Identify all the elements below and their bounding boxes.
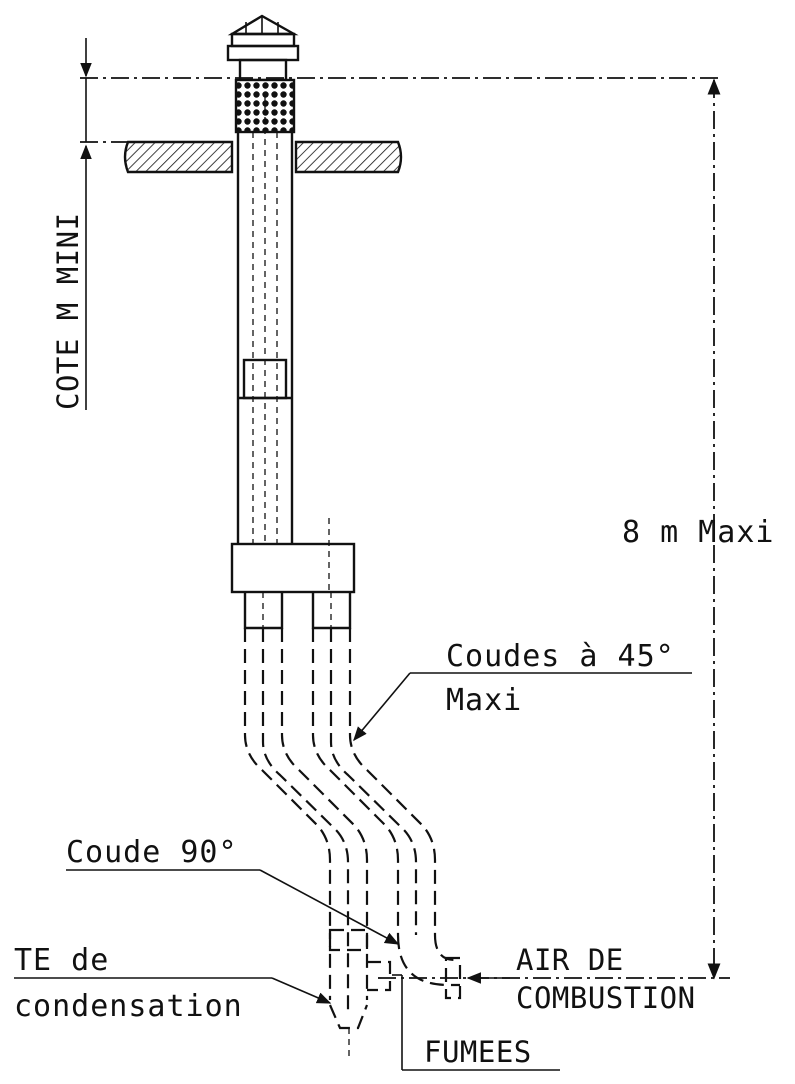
coude-90-label: Coude 90° (66, 835, 238, 870)
te-label: TE de (14, 943, 109, 978)
height-max-label: 8 m Maxi (622, 515, 775, 550)
combustion-label: COMBUSTION (516, 981, 696, 1015)
fumees-label: FUMEES (424, 1035, 532, 1069)
condensation-tee (328, 928, 392, 1056)
leader-lines (14, 672, 692, 1071)
vertical-flue-pipe (236, 95, 294, 544)
twin-pipe-adapter (230, 542, 356, 594)
coudes-maxi-label: Maxi (446, 683, 522, 718)
roof-slab (123, 140, 403, 174)
air-elbow-90 (396, 934, 462, 1000)
height-dimension (378, 78, 730, 980)
condensation-label: condensation (14, 989, 243, 1024)
cote-m-mini-label: COTE M MINI (51, 212, 85, 410)
air-de-label: AIR DE (516, 943, 624, 977)
cote-m-dimension (80, 38, 128, 410)
twin-pipe-stubs (243, 592, 352, 630)
chimney-cap (226, 14, 300, 82)
offset-elbow-pipes (243, 628, 437, 1010)
coudes-45-label: Coudes à 45° (446, 639, 675, 674)
